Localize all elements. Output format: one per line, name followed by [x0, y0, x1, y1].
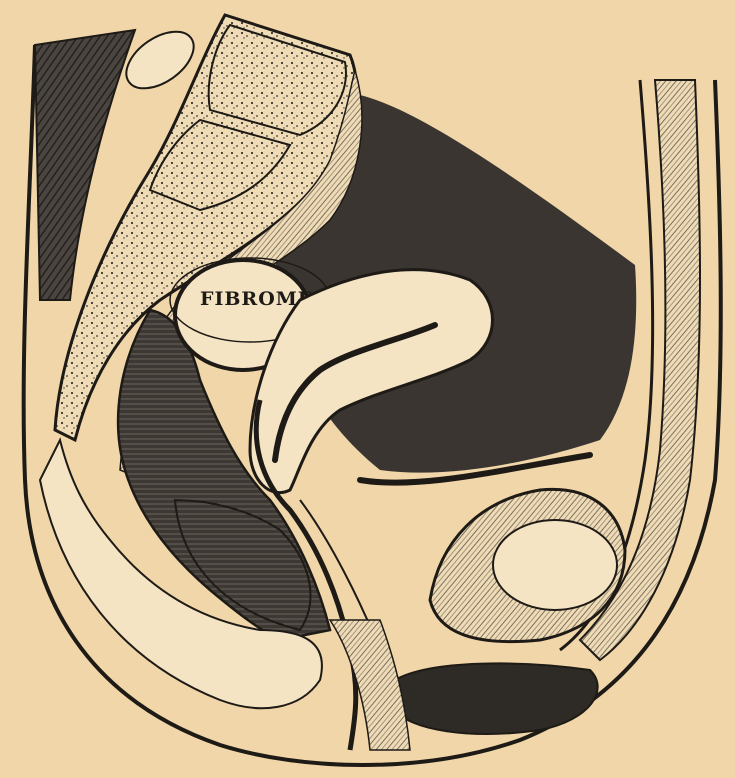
bladder-lumen: [493, 520, 617, 610]
